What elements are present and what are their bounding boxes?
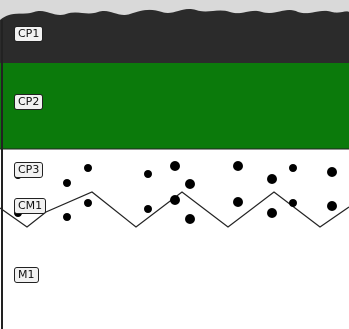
label-cp2: CP2	[14, 94, 44, 110]
clast-dot	[84, 164, 92, 172]
cm1-zigzag-boundary	[0, 191, 349, 228]
clast-dot	[289, 199, 297, 207]
clast-dot	[185, 179, 195, 189]
clast-dot	[84, 199, 92, 207]
clast-dot	[63, 179, 71, 187]
label-cm1: CM1	[14, 198, 47, 214]
cp2-layer	[0, 63, 349, 149]
label-cp3: CP3	[14, 162, 44, 178]
clast-dot	[327, 201, 337, 211]
clast-dot	[185, 214, 195, 224]
clast-dot	[267, 174, 277, 184]
cp1-layer	[0, 9, 349, 63]
clast-dot	[170, 195, 180, 205]
clast-dot	[233, 197, 243, 207]
clast-dot	[170, 161, 180, 171]
clast-dot	[233, 161, 243, 171]
label-m1: M1	[14, 267, 39, 283]
clast-dot	[63, 213, 71, 221]
clast-dot	[327, 167, 337, 177]
clast-dot	[289, 164, 297, 172]
conglomerate-dots	[14, 161, 337, 224]
clast-dot	[144, 170, 152, 178]
clast-dot	[267, 208, 277, 218]
label-cp1: CP1	[14, 26, 44, 42]
clast-dot	[144, 205, 152, 213]
